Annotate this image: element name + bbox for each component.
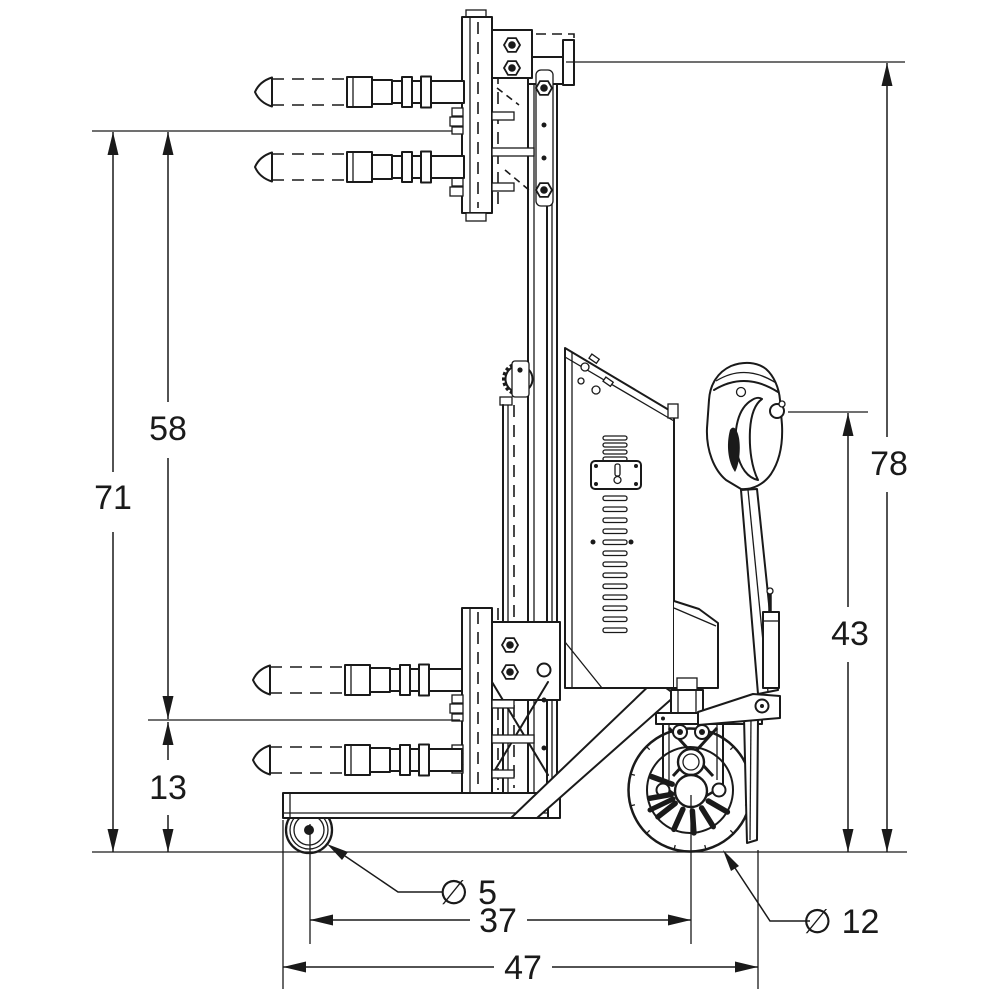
tiller-head [705, 361, 786, 491]
dimension-43-label: 43 [831, 615, 869, 653]
dimension-78-label: 78 [870, 445, 908, 483]
mast-bolt-lower [535, 182, 553, 198]
dimension-47-label: 47 [504, 949, 542, 987]
ram-pole-lowered-bottom [252, 743, 463, 777]
dimension-47: 47 [283, 949, 758, 987]
lift-cylinder [499, 396, 515, 794]
ram-pole-raised-bottom [254, 150, 465, 184]
mast-slide-plate [535, 69, 554, 207]
drive-wheel-assembly [627, 712, 763, 853]
dimension-71-label: 71 [94, 479, 132, 517]
dimension-43: 43 [831, 413, 869, 852]
tiller-handle [697, 361, 786, 726]
ram-pole-lowered-top [252, 663, 463, 697]
chain-sprocket [502, 360, 534, 398]
tiller-pivot-arm [697, 693, 781, 726]
vent-slots-lower [602, 495, 628, 634]
upper-carriage [254, 9, 535, 222]
extension-lines [92, 61, 907, 989]
dimension-58: 58 [149, 132, 187, 719]
power-unit-housing [564, 347, 719, 689]
lower-carriage [252, 607, 561, 799]
dimension-37: 37 [310, 902, 691, 940]
drive-wheel-diameter-label: ∅ 12 [803, 903, 880, 941]
dimension-37-label: 37 [479, 902, 517, 940]
dimension-13-label: 13 [149, 769, 187, 807]
ram-pole-raised-top [254, 75, 465, 109]
leader-drive-wheel-diameter: ∅ 12 [723, 850, 879, 941]
tiller-thumb-switch [769, 403, 785, 419]
wheel-guard [743, 716, 759, 844]
dimension-annotations: 71 58 13 78 43 [92, 61, 908, 989]
control-plate [590, 460, 642, 490]
steering-cylinder [762, 587, 780, 689]
base-frame [282, 788, 561, 819]
hub-fins [646, 773, 731, 836]
dimension-71: 71 [94, 132, 132, 852]
leader-caster-diameter: ∅ 5 [327, 844, 497, 912]
caster-diameter-label: ∅ 5 [439, 874, 497, 912]
dimension-78: 78 [870, 63, 908, 852]
mast-bolt-upper [535, 80, 553, 96]
housing-side-pocket [673, 600, 719, 689]
housing-fasteners [577, 353, 615, 395]
stacker-side-view [252, 9, 786, 855]
dimension-13: 13 [149, 722, 187, 852]
dimension-58-label: 58 [149, 410, 187, 448]
